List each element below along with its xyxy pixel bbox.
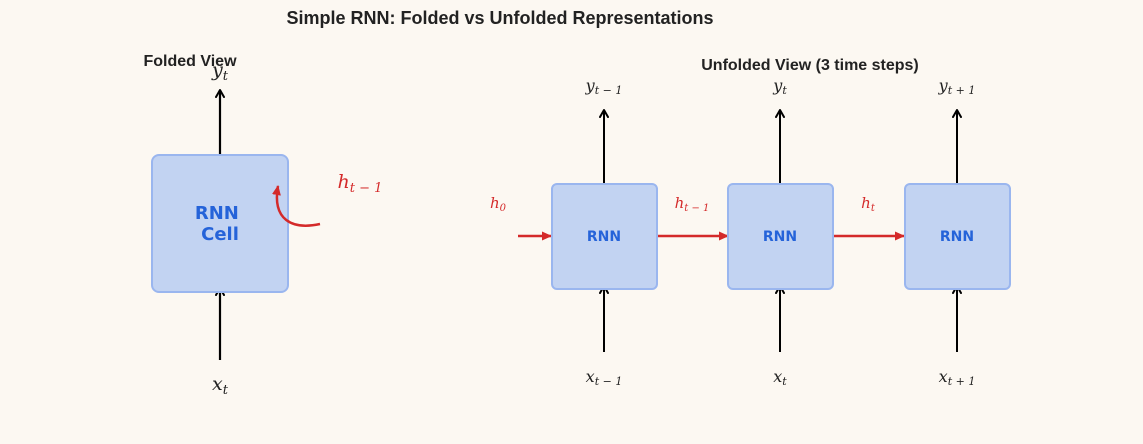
step-1-cell-label: RNN bbox=[587, 229, 621, 245]
step-2-output-label: yt bbox=[772, 76, 787, 97]
folded-cell-label-line1: RNN bbox=[195, 203, 239, 224]
hidden-transition-label-1-sub: t − 1 bbox=[684, 203, 709, 214]
step-3-rnn-cell bbox=[904, 183, 1011, 290]
step-2-cell-label: RNN bbox=[763, 229, 797, 245]
initial-hidden-label-sub: 0 bbox=[500, 203, 507, 214]
step-2-output-label-base: y bbox=[772, 76, 783, 95]
folded-cell-label: RNN Cell bbox=[195, 203, 245, 245]
step-1-output-label-base: y bbox=[585, 76, 596, 95]
step-3-output-label: yt + 1 bbox=[938, 76, 976, 97]
hidden-transition-label-2: ht bbox=[861, 194, 876, 214]
step-1-input-label-sub: t − 1 bbox=[595, 375, 623, 388]
unfolded-view: Unfolded View (3 time steps) h0 ht − 1 h… bbox=[490, 57, 1011, 388]
folded-input-label-base: x bbox=[212, 373, 223, 395]
step-3-cell-label: RNN bbox=[940, 229, 974, 245]
step-1-output-label-sub: t − 1 bbox=[595, 84, 623, 97]
step-1-rnn-cell bbox=[551, 183, 658, 290]
initial-hidden-label-base: h bbox=[490, 194, 500, 212]
step-3-output-label-base: y bbox=[938, 76, 949, 95]
step-2-input-label-sub: t bbox=[782, 375, 787, 388]
folded-input-label: xt bbox=[212, 373, 229, 398]
folded-output-label: yt bbox=[211, 59, 229, 84]
step-2-rnn-cell bbox=[727, 183, 834, 290]
hidden-transition-label-1-base: h bbox=[675, 194, 685, 212]
unfolded-step-2: RNN yt xt bbox=[727, 76, 834, 388]
folded-rnn-cell bbox=[151, 154, 289, 293]
folded-view: Folded View RNN Cell yt xt ht − 1 bbox=[143, 53, 382, 398]
folded-output-label-sub: t bbox=[223, 69, 229, 84]
folded-recurrent-label-base: h bbox=[338, 171, 350, 193]
hidden-transition-label-2-sub: t bbox=[871, 203, 876, 214]
folded-output-label-base: y bbox=[211, 59, 223, 81]
folded-input-label-sub: t bbox=[223, 383, 229, 398]
step-3-input-label: xt + 1 bbox=[939, 367, 976, 388]
hidden-transition-label-1: ht − 1 bbox=[675, 194, 710, 214]
folded-view-heading: Folded View bbox=[143, 53, 237, 70]
folded-recurrent-label: ht − 1 bbox=[338, 171, 383, 196]
folded-recurrent-label-sub: t − 1 bbox=[350, 181, 383, 196]
step-1-output-label: yt − 1 bbox=[585, 76, 623, 97]
step-1-input-label-base: x bbox=[586, 367, 595, 386]
step-2-output-label-sub: t bbox=[782, 84, 787, 97]
diagram-title: Simple RNN: Folded vs Unfolded Represent… bbox=[286, 8, 713, 28]
step-2-input-label-base: x bbox=[773, 367, 782, 386]
hidden-transition-label-2-base: h bbox=[861, 194, 871, 212]
unfolded-step-3: RNN yt + 1 xt + 1 bbox=[904, 76, 1011, 388]
unfolded-step-1: RNN yt − 1 xt − 1 bbox=[551, 76, 658, 388]
initial-hidden-label: h0 bbox=[490, 194, 507, 214]
step-3-output-label-sub: t + 1 bbox=[948, 84, 976, 97]
step-1-input-label: xt − 1 bbox=[586, 367, 623, 388]
folded-cell-label-line2: Cell bbox=[201, 224, 239, 245]
step-3-input-label-sub: t + 1 bbox=[948, 375, 976, 388]
folded-recurrent-arrow bbox=[272, 185, 321, 227]
unfolded-view-heading: Unfolded View (3 time steps) bbox=[701, 57, 919, 74]
step-2-input-label: xt bbox=[773, 367, 787, 388]
step-3-input-label-base: x bbox=[939, 367, 948, 386]
